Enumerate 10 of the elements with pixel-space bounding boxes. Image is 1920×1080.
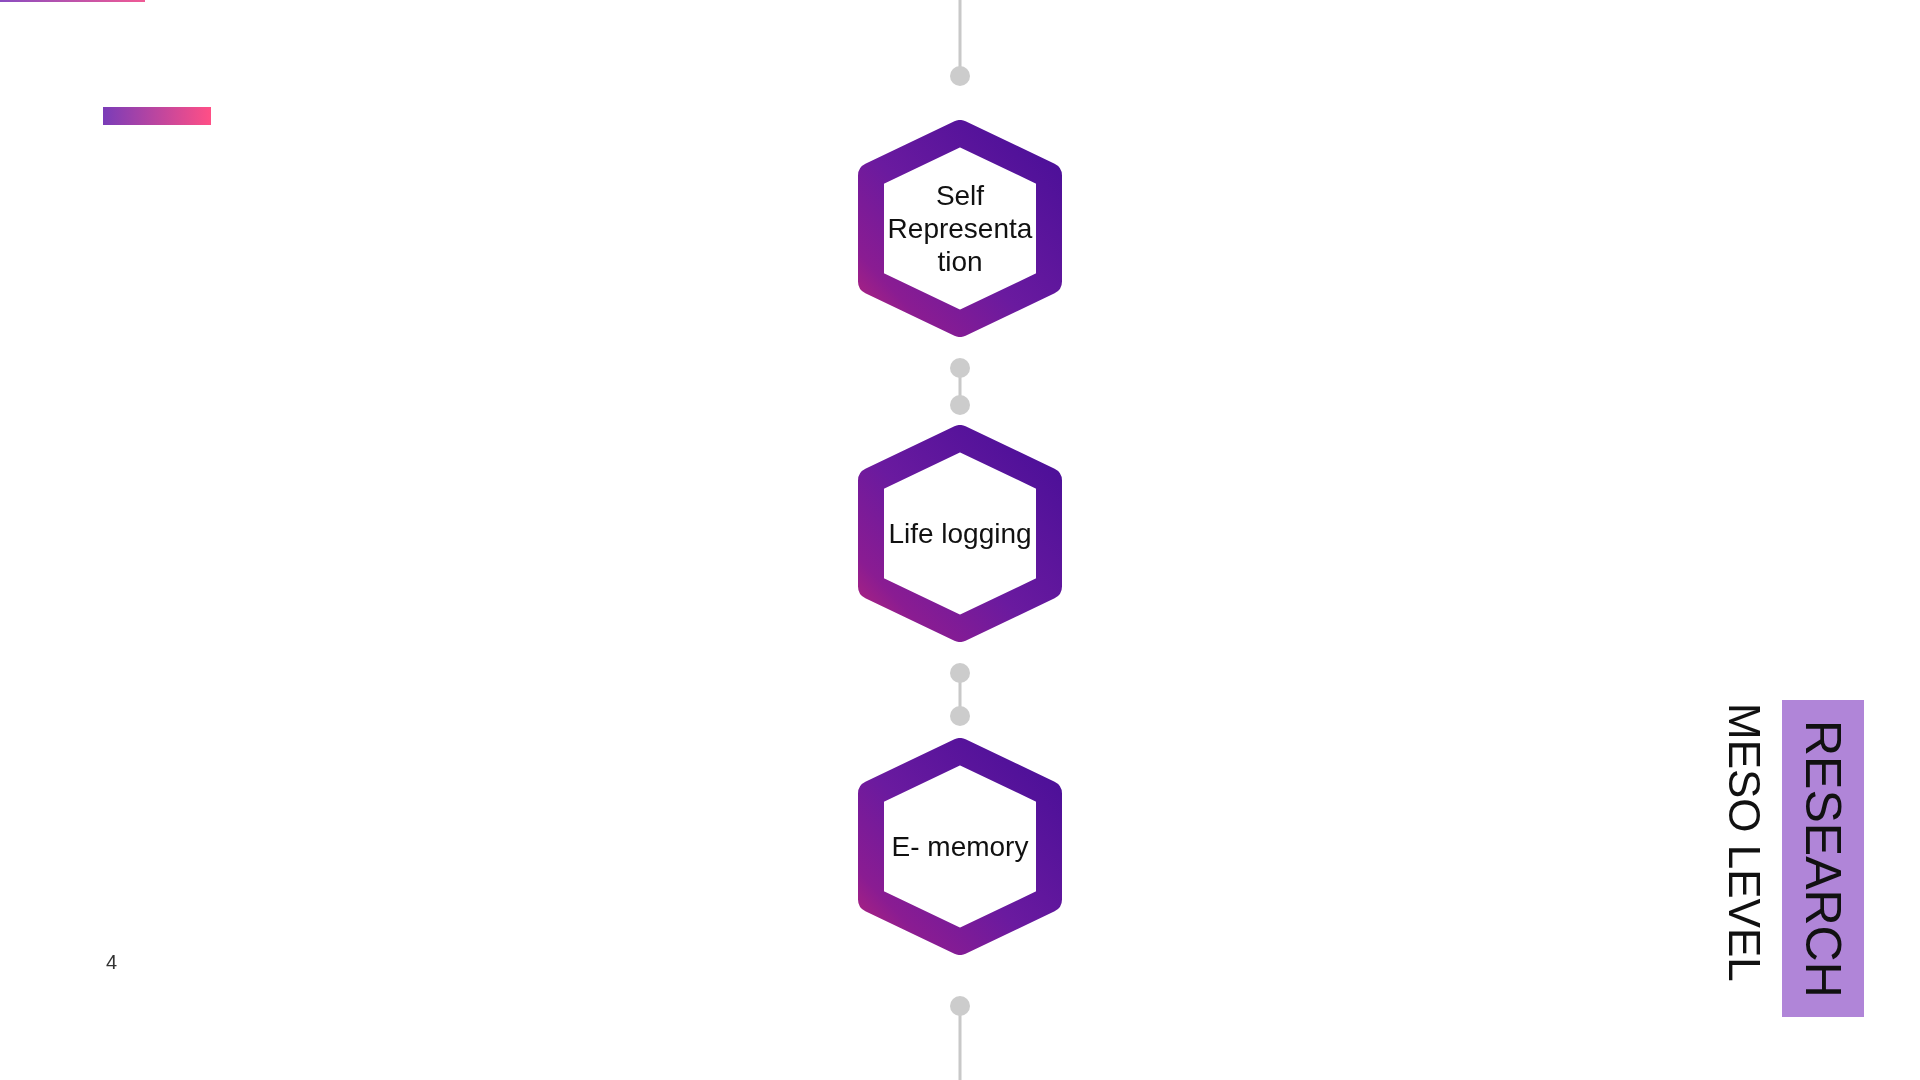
node-label: Self Representation bbox=[886, 179, 1034, 278]
subtitle-text: MESO LEVEL bbox=[1722, 703, 1766, 982]
hexagon-node bbox=[858, 120, 1062, 337]
page-number: 4 bbox=[106, 951, 118, 974]
hexagon-node bbox=[858, 425, 1062, 642]
title-text: RESEARCH bbox=[1798, 719, 1848, 998]
node-label: E- memory bbox=[890, 830, 1030, 863]
hexagon-node bbox=[858, 738, 1062, 955]
title-band bbox=[1782, 700, 1864, 1017]
node-label: Life logging bbox=[887, 517, 1033, 550]
